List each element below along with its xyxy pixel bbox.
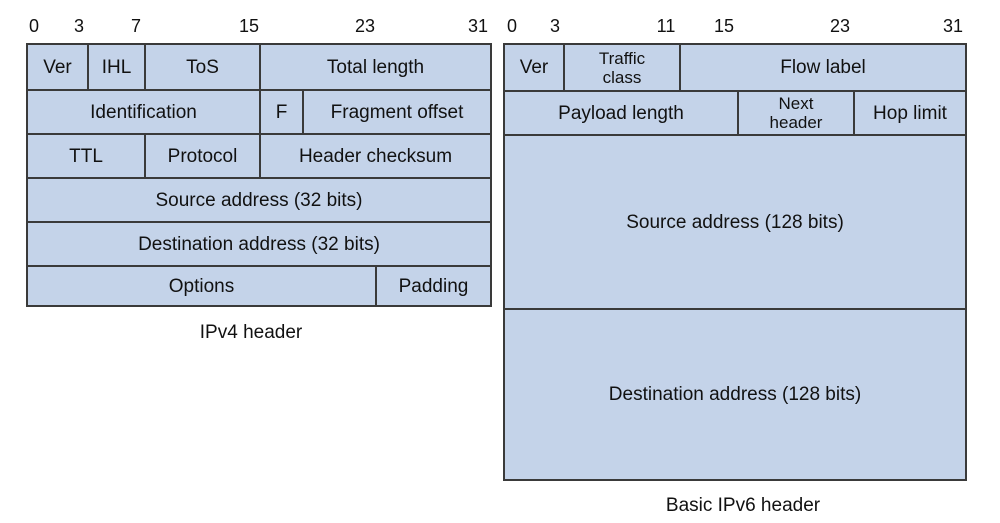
ipv4-bit-0: 0	[28, 16, 40, 36]
ipv6-bit-15: 15	[713, 16, 735, 36]
ipv6-bit-3: 3	[549, 16, 561, 36]
ipv6-row-1: Ver Traffic class Flow label	[505, 45, 965, 90]
ipv4-tos-field: ToS	[144, 45, 259, 89]
ipv4-header-checksum-field: Header checksum	[259, 135, 490, 177]
ipv6-row-3: Source address (128 bits)	[505, 134, 965, 308]
ipv4-row-2: Identification F Fragment offset	[28, 89, 490, 133]
ipv4-padding-field: Padding	[375, 267, 490, 305]
ipv6-source-address-field: Source address (128 bits)	[626, 211, 844, 233]
ipv6-bit-11: 11	[656, 16, 676, 36]
ipv4-row-4: Source address (32 bits)	[28, 177, 490, 221]
ipv4-bit-31: 31	[467, 16, 489, 36]
ipv6-destination-address-field: Destination address (128 bits)	[608, 384, 862, 405]
ipv4-header-table: Ver IHL ToS Total length Identification …	[26, 43, 492, 307]
ipv4-bit-numbers: 0 3 7 15 23 31	[0, 0, 500, 36]
ipv6-header-table: Ver Traffic class Flow label Payload len…	[503, 43, 967, 481]
ipv4-row-1: Ver IHL ToS Total length	[28, 45, 490, 89]
ipv4-protocol-field: Protocol	[144, 135, 259, 177]
ipv4-flags-field: F	[259, 91, 302, 133]
ipv4-bit-7: 7	[130, 16, 142, 36]
ipv4-row-3: TTL Protocol Header checksum	[28, 133, 490, 177]
ipv6-ver-field: Ver	[519, 57, 549, 78]
ipv6-hop-limit-field: Hop limit	[853, 92, 965, 134]
ipv6-row-4: Destination address (128 bits)	[505, 308, 965, 479]
ipv4-fragment-offset-field: Fragment offset	[302, 91, 490, 133]
ipv4-bit-23: 23	[354, 16, 376, 36]
ipv4-bit-3: 3	[73, 16, 85, 36]
ipv6-bit-23: 23	[829, 16, 851, 36]
ipv6-next-header-field: Next header	[737, 92, 853, 134]
ipv6-bit-31: 31	[942, 16, 964, 36]
ipv6-payload-length-field: Payload length	[558, 102, 684, 124]
ipv4-ttl-field: TTL	[69, 145, 103, 167]
ipv4-caption: IPv4 header	[199, 322, 303, 343]
ipv4-destination-address-field: Destination address (32 bits)	[138, 233, 380, 255]
ipv4-row-5: Destination address (32 bits)	[28, 221, 490, 265]
ipv4-row-6: Options Padding	[28, 265, 490, 305]
ipv6-flow-label-field: Flow label	[679, 45, 965, 90]
ipv4-ihl-field: IHL	[87, 45, 144, 89]
ipv4-ver-field: Ver	[43, 56, 72, 78]
ipv6-traffic-class-field: Traffic class	[563, 45, 679, 90]
ipv6-row-2: Payload length Next header Hop limit	[505, 90, 965, 134]
ipv6-caption: Basic IPv6 header	[665, 495, 821, 516]
ipv4-options-field: Options	[168, 275, 235, 297]
ipv6-bit-numbers: 0 3 11 15 23 31	[0, 0, 1000, 36]
ipv4-source-address-field: Source address (32 bits)	[155, 189, 363, 211]
ipv4-bit-15: 15	[238, 16, 260, 36]
ipv4-identification-field: Identification	[90, 101, 197, 123]
ipv4-total-length-field: Total length	[259, 45, 490, 89]
ipv6-bit-0: 0	[506, 16, 518, 36]
